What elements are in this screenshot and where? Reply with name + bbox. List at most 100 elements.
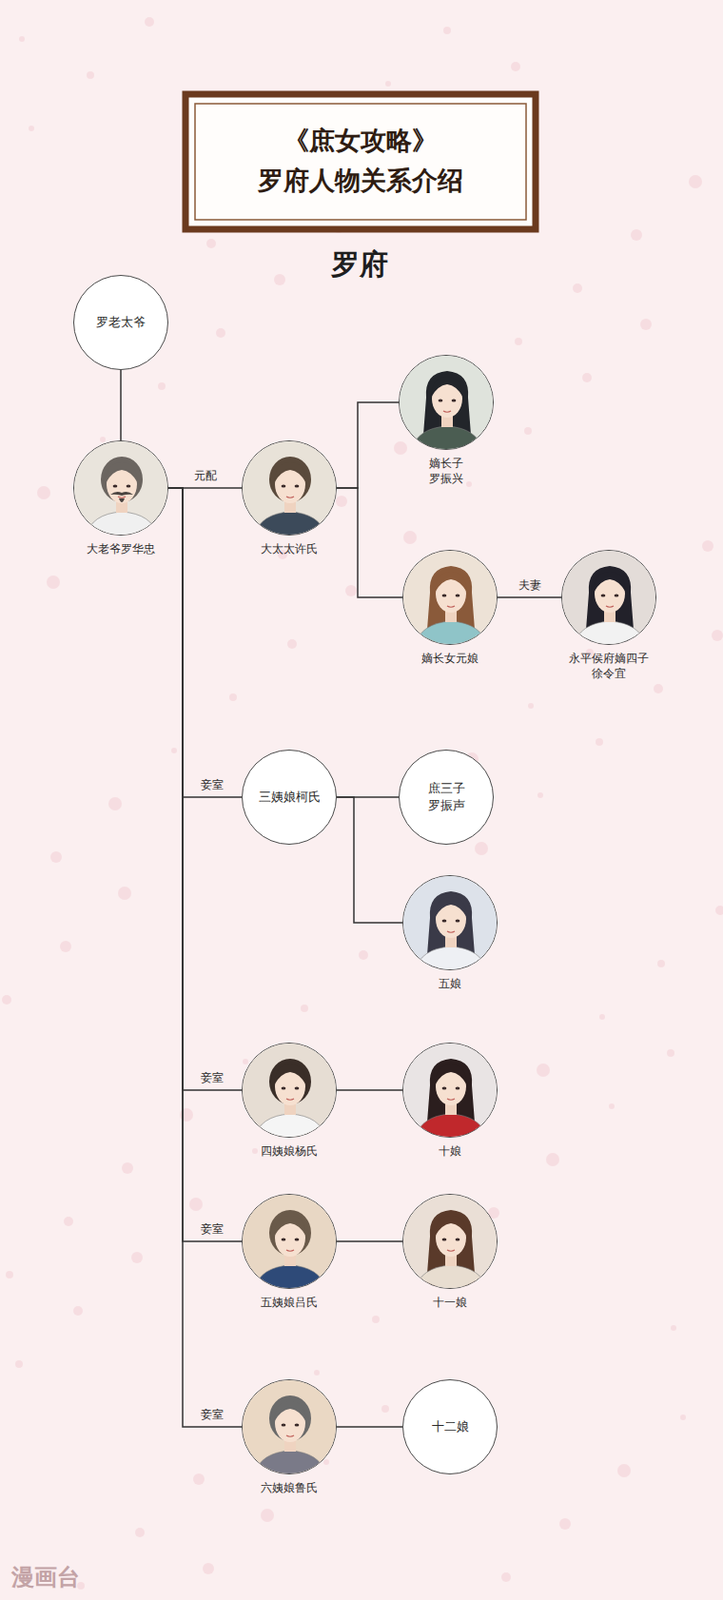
portrait-mouth bbox=[605, 605, 614, 607]
relation-label: 妾室 bbox=[200, 777, 224, 794]
person-caption: 五娘 bbox=[373, 976, 527, 992]
blossom-dot bbox=[443, 26, 451, 35]
blossom-dot bbox=[202, 1563, 215, 1575]
blossom-dot bbox=[524, 427, 532, 435]
blossom-dot bbox=[252, 1148, 258, 1154]
portrait-hair-back bbox=[100, 456, 143, 503]
blossom-dot bbox=[711, 629, 723, 642]
relation-line bbox=[336, 1426, 403, 1428]
blossom-dot bbox=[474, 841, 489, 856]
portrait-illustration bbox=[242, 441, 337, 536]
portrait-fringe bbox=[273, 462, 307, 484]
portrait-fringe bbox=[434, 1215, 468, 1237]
portrait-eye bbox=[438, 398, 444, 402]
person-caption: 十一娘 bbox=[373, 1294, 527, 1310]
blossom-dot bbox=[345, 585, 357, 597]
circle-outline bbox=[402, 549, 498, 645]
portrait-moustache bbox=[110, 491, 134, 496]
portrait-mouth bbox=[447, 1098, 455, 1100]
portrait-eye bbox=[455, 1086, 461, 1090]
person-caption: 嫡长女元娘 bbox=[373, 650, 527, 666]
blossom-dot bbox=[15, 1360, 23, 1368]
blossom-dot bbox=[300, 1004, 309, 1013]
portrait-eye bbox=[442, 1237, 448, 1241]
relation-line bbox=[336, 1240, 403, 1243]
portrait-clothes bbox=[414, 1113, 488, 1138]
blossom-dot bbox=[59, 940, 72, 953]
person-caption: 永平侯府嫡四子 徐令宜 bbox=[563, 650, 655, 682]
blossom-dot bbox=[273, 273, 286, 286]
blossom-dot bbox=[37, 486, 51, 500]
title-inner-frame bbox=[195, 103, 527, 220]
blossom-dot bbox=[260, 1508, 274, 1523]
blossom-dot bbox=[702, 540, 714, 552]
blossom-dot bbox=[189, 1197, 203, 1212]
person-circle: 罗老太爷 bbox=[44, 274, 197, 371]
portrait-mouth bbox=[117, 496, 126, 498]
blossom-dot bbox=[527, 703, 534, 709]
relation-label: 元配 bbox=[194, 468, 217, 485]
portrait-clothes bbox=[414, 621, 488, 645]
relation-line bbox=[168, 488, 242, 1427]
portrait-illustration bbox=[74, 441, 169, 536]
relation-line bbox=[497, 596, 562, 599]
person-caption: 十娘 bbox=[373, 1143, 527, 1159]
blossom-dot bbox=[179, 1108, 194, 1122]
person-portrait: 六姨娘鲁氏 bbox=[213, 1379, 366, 1496]
portrait-mouth bbox=[447, 1250, 455, 1251]
person-caption: 嫡长子 罗振兴 bbox=[423, 455, 469, 487]
blossom-dot bbox=[595, 738, 604, 746]
blossom-dot bbox=[157, 382, 166, 391]
circle-outline: 庶三子 罗振声 bbox=[398, 749, 494, 845]
blossom-dot bbox=[630, 229, 643, 241]
portrait-clothes bbox=[254, 511, 327, 536]
title-frame bbox=[185, 94, 536, 230]
portrait-fringe bbox=[273, 1064, 307, 1086]
portrait-clothes bbox=[414, 946, 488, 971]
portrait-eye bbox=[281, 1237, 287, 1241]
portrait-hair-back bbox=[269, 1058, 312, 1105]
portrait-eye bbox=[281, 484, 287, 488]
blossom-dot bbox=[5, 1270, 14, 1279]
blossom-dot bbox=[670, 1325, 677, 1331]
circle-outline bbox=[241, 1042, 337, 1138]
portrait-fringe bbox=[273, 1215, 307, 1237]
person-name: 十二娘 bbox=[431, 1418, 469, 1436]
person-circle: 十二娘 bbox=[373, 1379, 527, 1475]
blossom-dot bbox=[46, 575, 60, 589]
portrait-eye bbox=[455, 918, 461, 922]
circle-outline bbox=[402, 1042, 498, 1138]
blossom-dot bbox=[537, 792, 544, 799]
portrait-illustration bbox=[403, 1043, 498, 1138]
blossom-dot bbox=[640, 318, 652, 331]
portrait-clothes bbox=[410, 426, 484, 450]
portrait-ground bbox=[562, 550, 657, 645]
portrait-illustration bbox=[403, 876, 498, 971]
portrait-mouth bbox=[286, 1250, 294, 1251]
watermark: 漫画台 bbox=[11, 1562, 80, 1593]
portrait-mouth bbox=[447, 605, 455, 607]
relation-label: 妾室 bbox=[200, 1406, 224, 1424]
relation-label: 夫妻 bbox=[518, 577, 542, 594]
portrait-eye bbox=[294, 484, 300, 488]
blossom-dot bbox=[117, 886, 132, 900]
portrait-ground bbox=[242, 1380, 337, 1475]
portrait-fringe bbox=[105, 462, 138, 484]
blossom-dot bbox=[229, 693, 237, 702]
portrait-ground bbox=[403, 1194, 498, 1290]
portrait-mouth bbox=[443, 410, 451, 412]
portrait-illustration bbox=[399, 355, 494, 450]
portrait-eye bbox=[455, 1237, 461, 1241]
circle-outline: 十二娘 bbox=[402, 1379, 498, 1475]
relation-line bbox=[168, 488, 242, 1242]
portrait-illustration bbox=[403, 550, 498, 645]
portrait-eye bbox=[294, 1237, 300, 1241]
portrait-illustration bbox=[242, 1043, 337, 1138]
blossom-dot bbox=[313, 1369, 320, 1376]
portrait-eye bbox=[126, 484, 132, 488]
blossom-dot bbox=[653, 683, 664, 694]
blossom-dot bbox=[680, 1414, 686, 1421]
portrait-hair-back bbox=[269, 1210, 312, 1256]
